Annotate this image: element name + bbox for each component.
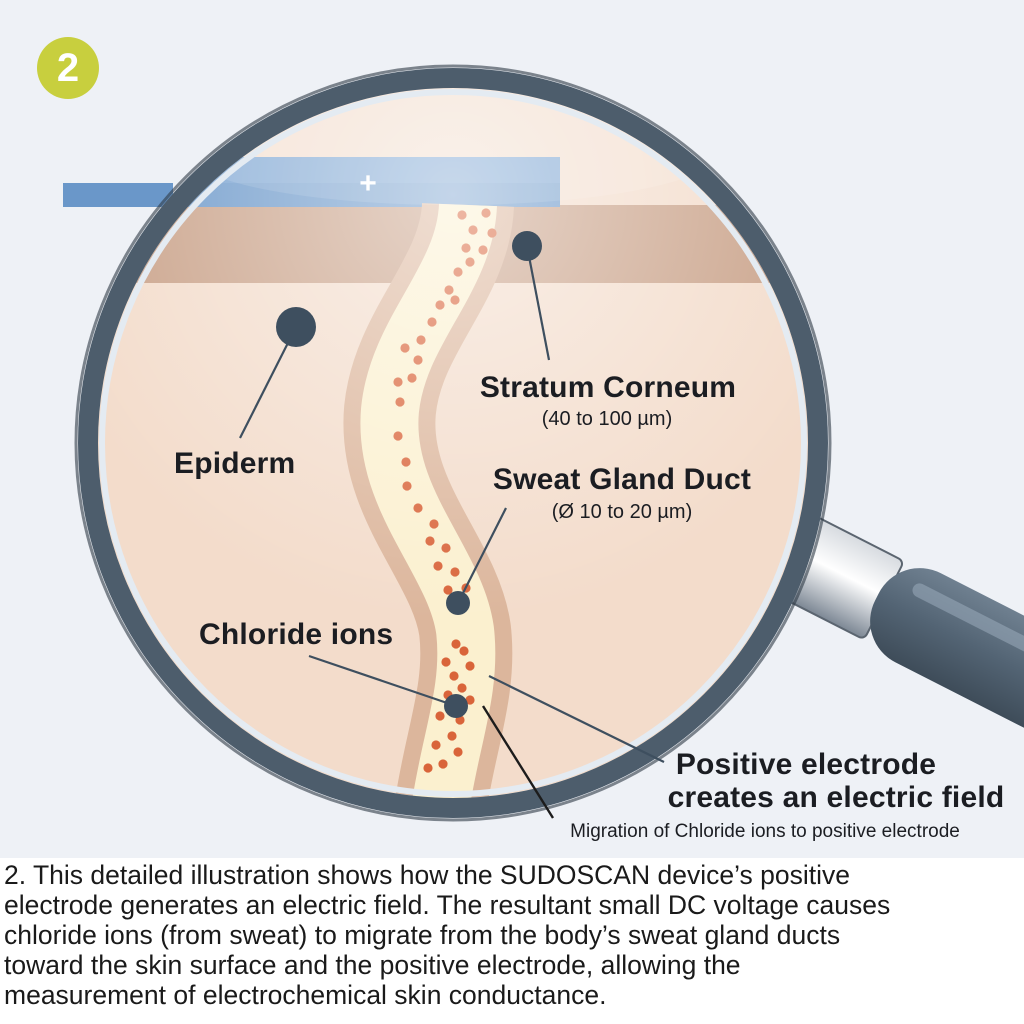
migration-label: Migration of Chloride ions to positive e… [570, 821, 960, 842]
caption-line: measurement of electrochemical skin cond… [4, 980, 607, 1010]
caption-line: chloride ions (from sweat) to migrate fr… [4, 920, 841, 950]
callout-dot-duct [446, 591, 470, 615]
caption: 2. This detailed illustration shows how … [0, 858, 1024, 1024]
diagram-stage: + 2 Stratum Corneum (40 to 100 µm) Epide… [37, 37, 1024, 842]
callout-line-chloride [308, 654, 457, 708]
callout-dot-stratum [512, 231, 542, 261]
step-badge: 2 [37, 37, 99, 99]
callout-line-epiderm [239, 326, 297, 439]
callout-dot-epiderm [276, 307, 316, 347]
magnifier-diagram: + [63, 64, 1024, 822]
caption-line: electrode generates an electric field. T… [4, 890, 891, 920]
stratum-corneum-label: Stratum Corneum [479, 371, 737, 404]
sweat-gland-duct-label: Sweat Gland Duct [492, 463, 752, 496]
chloride-ions-label: Chloride ions [199, 618, 394, 651]
callout-line-duct [457, 507, 507, 604]
callout-line-migration [481, 705, 555, 819]
positive-electrode-label-line2: creates an electric field [667, 781, 1005, 814]
callout-dot-chloride [444, 694, 468, 718]
stratum-corneum-size: (40 to 100 µm) [541, 408, 673, 430]
callout-line-electrode [488, 675, 665, 763]
epiderm-label: Epiderm [174, 447, 296, 480]
magnifier-frame [78, 68, 828, 818]
positive-electrode-outside [63, 183, 173, 207]
caption-line: toward the skin surface and the positive… [4, 950, 741, 980]
callout-line-stratum [525, 245, 551, 361]
caption-line: 2. This detailed illustration shows how … [4, 860, 850, 890]
positive-electrode-label-line1: Positive electrode [675, 748, 937, 781]
electrode-plus-sign: + [359, 167, 377, 200]
sweat-gland-duct-size: (Ø 10 to 20 µm) [551, 501, 693, 523]
